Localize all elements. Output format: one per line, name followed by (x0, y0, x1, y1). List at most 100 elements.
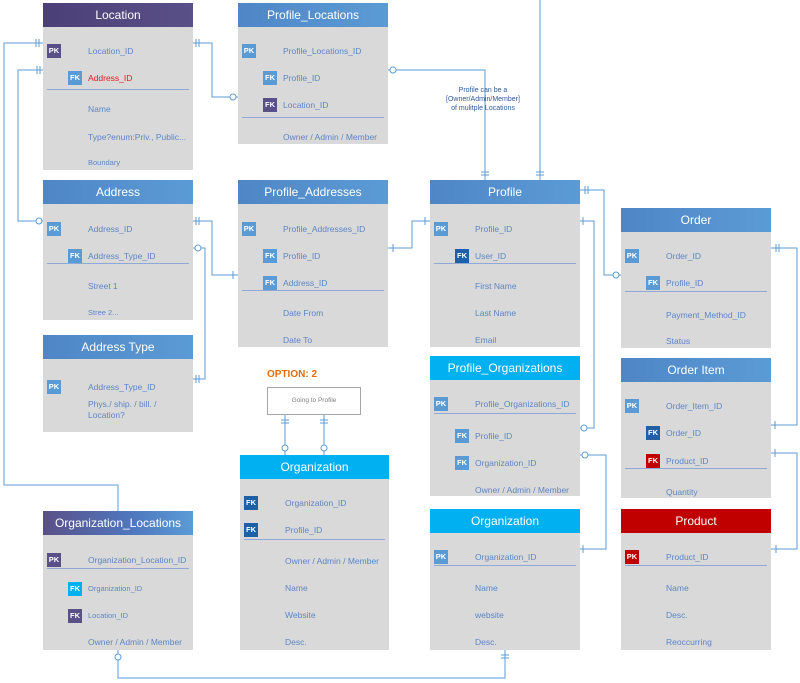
table-field[interactable]: Desc. (430, 634, 580, 650)
field-name: Street 1 (88, 281, 118, 291)
table-field[interactable]: Owner / Admin / Member (430, 482, 580, 498)
table-field[interactable]: Street 1 (43, 278, 193, 294)
field-name: website (475, 610, 504, 620)
field-name: Desc. (475, 637, 497, 647)
note-line-2: [Owner/Admin/Member] (446, 96, 520, 103)
going-to-profile-box[interactable]: Going to Profile (267, 387, 361, 415)
field-name: Organization_Location_ID (88, 555, 187, 565)
primary-key-badge: PK (47, 553, 61, 567)
table-field[interactable]: Desc. (621, 607, 771, 623)
table-field[interactable]: Status (621, 333, 771, 349)
table-field[interactable]: Email (430, 332, 580, 348)
primary-key-badge: PK (434, 397, 448, 411)
table-field[interactable]: Name (240, 580, 389, 596)
table-field[interactable]: Website (240, 607, 389, 623)
field-separator (625, 291, 767, 292)
field-name: Order_ID (666, 251, 701, 261)
field-name: Last Name (475, 308, 517, 318)
primary-key-badge: PK (47, 222, 61, 236)
field-name: Payment_Method_ID (666, 310, 746, 320)
table-field[interactable]: Owner / Admin / Member (43, 634, 193, 650)
table-field[interactable]: Name (621, 580, 771, 596)
field-name: Address_Type_ID (88, 251, 156, 261)
table-field[interactable]: website (430, 607, 580, 623)
table-field[interactable]: Desc. (240, 634, 389, 650)
profile-locations-note: Profile can be a [Owner/Admin/Member] of… (428, 86, 538, 113)
field-name: Address_ID (88, 73, 133, 83)
field-name: Name (88, 104, 111, 114)
table-field[interactable]: Payment_Method_ID (621, 307, 771, 323)
field-name: Profile_ID (475, 224, 513, 234)
foreign-key-badge: FK (646, 454, 660, 468)
foreign-key-badge: FK (263, 276, 277, 290)
field-name: Date To (283, 335, 313, 345)
table-field[interactable]: Boundary (43, 155, 193, 171)
table-field[interactable]: Stree 2... (43, 305, 193, 321)
foreign-key-badge: FK (68, 609, 82, 623)
table-field[interactable]: Last Name (430, 305, 580, 321)
table-field[interactable]: Date To (238, 332, 388, 348)
table-field[interactable]: First Name (430, 278, 580, 294)
table-field[interactable]: Type?enum:Priv., Public... (43, 129, 193, 145)
table-field[interactable]: Quantity (621, 484, 771, 500)
connector-order-order-item (771, 247, 798, 426)
table-field[interactable]: PK Organization_Location_ID (43, 552, 193, 568)
connector-org-locations-organization (117, 650, 506, 679)
table-field[interactable]: Name (430, 580, 580, 596)
table-field[interactable]: Owner / Admin / Member (238, 129, 388, 145)
table-field[interactable]: Date From (238, 305, 388, 321)
table-field[interactable]: Reoccurring (621, 634, 771, 650)
connector-location-profile-locations (193, 42, 238, 98)
foreign-key-badge: FK (455, 456, 469, 470)
table-header: Order Item (621, 358, 771, 382)
table-field[interactable]: Phys./ ship. / bill. / Location? (43, 399, 193, 429)
table-field[interactable]: Owner / Admin / Member (240, 553, 389, 569)
field-name: Profile_ID (285, 525, 323, 535)
field-separator (47, 89, 189, 90)
table-field[interactable]: Name (43, 101, 193, 117)
field-separator (625, 468, 767, 469)
field-name: Location_ID (88, 46, 134, 56)
field-separator (47, 263, 189, 264)
